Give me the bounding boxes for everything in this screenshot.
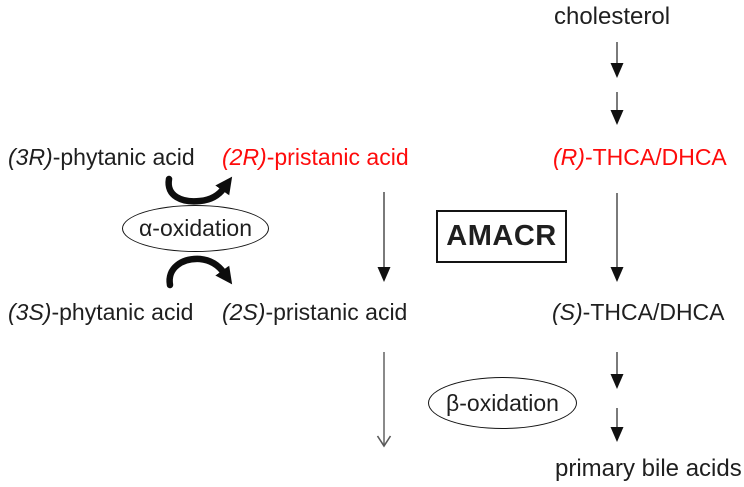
node-primary-bile-acids-label: primary bile acids bbox=[555, 455, 742, 482]
enzyme-box-amacr: AMACR bbox=[436, 210, 567, 263]
stereo-prefix-3s: (3S) bbox=[8, 299, 52, 325]
node-2r-pristanic-acid: (2R)-pristanic acid bbox=[222, 144, 409, 171]
curved-arrow-alpha-oxidation-in bbox=[165, 175, 233, 205]
node-3r-phytanic-acid-label: -phytanic acid bbox=[52, 144, 195, 170]
node-primary-bile-acids: primary bile acids bbox=[555, 455, 742, 482]
node-3r-phytanic-acid: (3R)-phytanic acid bbox=[8, 144, 195, 171]
node-3s-phytanic-acid: (3S)-phytanic acid bbox=[8, 299, 193, 326]
stereo-prefix-r: (R) bbox=[553, 144, 585, 170]
node-3s-phytanic-acid-label: -phytanic acid bbox=[51, 299, 194, 325]
node-s-thca-dhca: (S)-THCA/DHCA bbox=[552, 299, 725, 326]
node-2s-pristanic-acid: (2S)-pristanic acid bbox=[222, 299, 407, 326]
process-ellipse-beta-oxidation: β-oxidation bbox=[428, 377, 577, 429]
curved-arrow-alpha-oxidation-out bbox=[166, 255, 233, 289]
stereo-prefix-2r: (2R) bbox=[222, 144, 267, 170]
stereo-prefix-3r: (3R) bbox=[8, 144, 53, 170]
node-r-thca-dhca: (R)-THCA/DHCA bbox=[553, 144, 727, 171]
process-ellipse-alpha-oxidation: α-oxidation bbox=[122, 205, 269, 252]
node-s-thca-dhca-label: -THCA/DHCA bbox=[582, 299, 725, 325]
enzyme-box-amacr-label: AMACR bbox=[446, 220, 557, 252]
beta-oxidation-label: β-oxidation bbox=[446, 389, 559, 416]
stereo-prefix-s: (S) bbox=[552, 299, 583, 325]
node-cholesterol-label: cholesterol bbox=[553, 3, 671, 30]
alpha-oxidation-label: α-oxidation bbox=[138, 215, 253, 241]
stereo-prefix-2s: (2S) bbox=[222, 299, 266, 325]
node-2r-pristanic-acid-label: -pristanic acid bbox=[266, 144, 409, 170]
node-r-thca-dhca-label: -THCA/DHCA bbox=[584, 144, 727, 170]
node-2s-pristanic-acid-label: -pristanic acid bbox=[265, 299, 408, 325]
node-cholesterol: cholesterol bbox=[532, 3, 692, 30]
